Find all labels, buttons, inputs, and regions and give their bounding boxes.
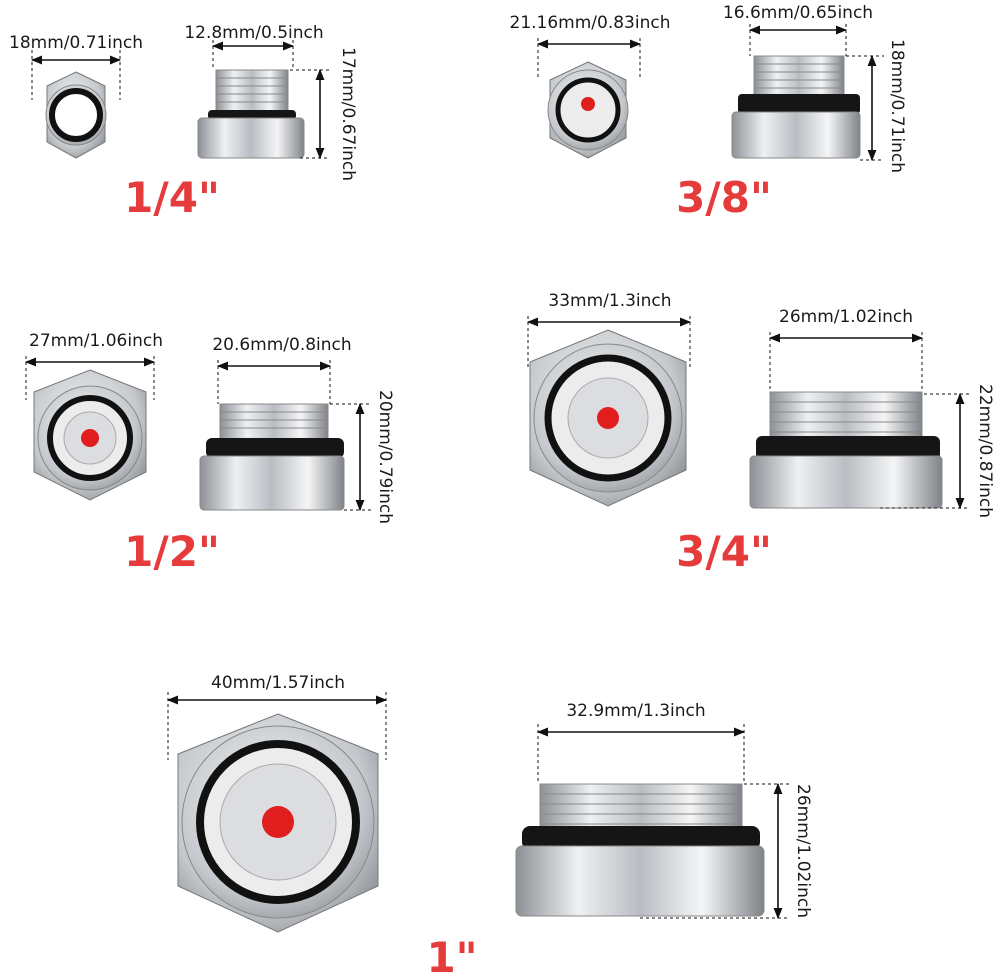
face-width-label: 40mm/1.57inch bbox=[211, 673, 345, 693]
side-view-icon bbox=[199, 403, 345, 511]
thread-width-label: 32.9mm/1.3inch bbox=[566, 701, 705, 721]
side-view-icon bbox=[515, 783, 765, 917]
face-width-label: 21.16mm/0.83inch bbox=[510, 13, 671, 33]
height-label: 26mm/1.02inch bbox=[793, 784, 813, 918]
height-label: 22mm/0.87inch bbox=[975, 384, 995, 518]
fitting-one-inch: 40mm/1.57inch 32.9mm/1.3inch 26mm/1.02in… bbox=[166, 673, 813, 979]
thread-width-label: 26mm/1.02inch bbox=[779, 307, 913, 327]
thread-width-label: 16.6mm/0.65inch bbox=[723, 3, 873, 23]
face-view-icon bbox=[33, 369, 147, 501]
fitting-three-quarter-inch: 33mm/1.3inch 26mm/1.02inch 22mm/0.87inch… bbox=[526, 291, 995, 576]
fitting-half-inch: 27mm/1.06inch 20.6mm/0.8inch 20mm/0.79in… bbox=[24, 331, 395, 576]
side-view-icon bbox=[197, 69, 305, 159]
face-view-icon bbox=[177, 713, 379, 933]
height-label: 20mm/0.79inch bbox=[375, 390, 395, 524]
fitting-quarter-inch: 18mm/0.71inch 12.8mm/0.5inch 17mm/0.67in… bbox=[9, 23, 358, 222]
size-label: 3/8" bbox=[676, 173, 772, 222]
face-view-icon bbox=[547, 61, 629, 159]
side-view-icon bbox=[731, 55, 861, 159]
face-width-label: 27mm/1.06inch bbox=[29, 331, 163, 351]
size-label: 1" bbox=[426, 933, 477, 979]
fitting-three-eighths-inch: 21.16mm/0.83inch 16.6mm/0.65inch 18mm/0.… bbox=[510, 3, 908, 222]
thread-width-label: 12.8mm/0.5inch bbox=[184, 23, 323, 43]
thread-width-label: 20.6mm/0.8inch bbox=[212, 335, 351, 355]
size-label: 1/4" bbox=[124, 173, 220, 222]
height-label: 17mm/0.67inch bbox=[338, 47, 358, 181]
height-label: 18mm/0.71inch bbox=[887, 39, 907, 173]
size-label: 3/4" bbox=[676, 527, 772, 576]
size-label: 1/2" bbox=[124, 527, 220, 576]
face-width-label: 18mm/0.71inch bbox=[9, 33, 143, 53]
side-view-icon bbox=[749, 391, 943, 509]
face-width-label: 33mm/1.3inch bbox=[548, 291, 671, 311]
face-view-icon bbox=[529, 329, 687, 507]
face-view-icon bbox=[45, 71, 107, 159]
